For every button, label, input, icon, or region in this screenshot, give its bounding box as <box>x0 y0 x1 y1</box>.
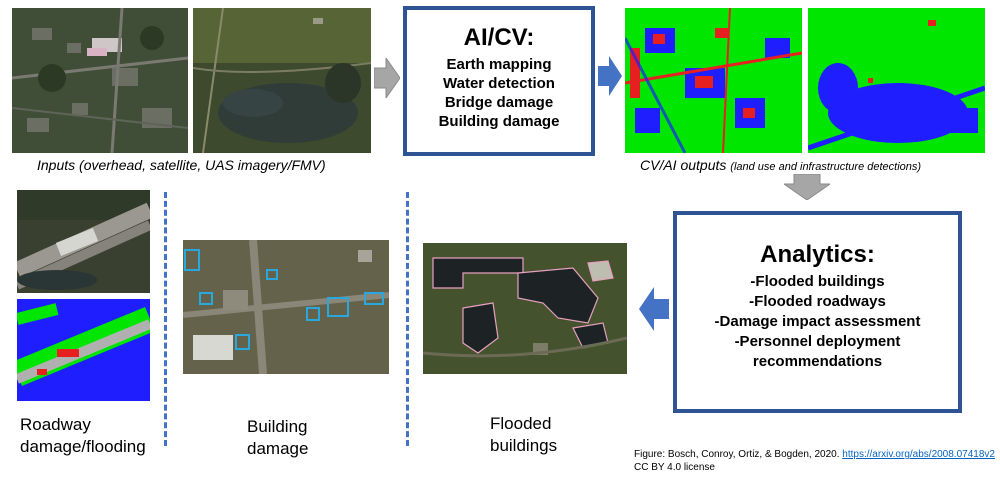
building-damage-image <box>183 240 389 374</box>
credit-link[interactable]: https://arxiv.org/abs/2008.07418v2 <box>842 449 995 460</box>
arrow-right-icon <box>598 56 622 96</box>
flooded-label: Flooded buildings <box>490 413 557 457</box>
figure-credit: Figure: Bosch, Conroy, Ortiz, & Bogden, … <box>634 448 995 474</box>
analytics-item: recommendations <box>752 353 883 370</box>
roadway-label: Roadway damage/flooding <box>20 414 146 458</box>
flooded-label-line: Flooded <box>490 414 552 433</box>
analytics-box: Analytics: -Flooded buildings -Flooded r… <box>673 211 962 413</box>
aicv-item: Bridge damage <box>444 94 554 111</box>
roadway-label-line: damage/flooding <box>20 437 146 456</box>
credit-line: Figure: Bosch, Conroy, Ortiz, & Bogden, … <box>634 448 995 461</box>
aicv-item: Water detection <box>443 75 555 92</box>
output-segmentation-flood <box>808 8 985 153</box>
credit-license: CC BY 4.0 license <box>634 462 715 473</box>
aicv-title: AI/CV: <box>463 24 535 51</box>
analytics-item: -Damage impact assessment <box>714 313 921 330</box>
arrow-right-icon <box>374 58 400 98</box>
analytics-item: -Personnel deployment <box>734 333 901 350</box>
building-label: Building damage <box>247 416 308 460</box>
roadway-segmentation-image <box>17 299 150 401</box>
section-divider <box>164 192 167 446</box>
building-label-line: Building <box>247 417 308 436</box>
input-image-urban <box>12 8 188 153</box>
output-segmentation-urban <box>625 8 802 153</box>
aicv-box: AI/CV: Earth mapping Water detection Bri… <box>403 6 595 156</box>
analytics-title: Analytics: <box>760 241 875 268</box>
analytics-item: -Flooded roadways <box>749 293 886 310</box>
roadway-aerial-image <box>17 190 150 293</box>
outputs-caption-main: CV/AI outputs <box>640 157 727 173</box>
aicv-item: Building damage <box>438 113 560 130</box>
credit-prefix: Figure: Bosch, Conroy, Ortiz, & Bogden, … <box>634 449 843 460</box>
flooded-label-line: buildings <box>490 436 558 455</box>
outputs-caption: CV/AI outputs (land use and infrastructu… <box>640 157 921 173</box>
arrow-down-icon <box>784 174 830 200</box>
section-divider <box>406 192 409 446</box>
inputs-caption: Inputs (overhead, satellite, UAS imagery… <box>37 157 326 173</box>
input-image-flood <box>193 8 371 153</box>
roadway-label-line: Roadway <box>20 415 91 434</box>
aicv-item: Earth mapping <box>446 56 552 73</box>
outputs-caption-sub: (land use and infrastructure detections) <box>730 161 922 173</box>
flooded-buildings-image <box>423 243 627 374</box>
building-label-line: damage <box>247 439 309 458</box>
analytics-item: -Flooded buildings <box>750 273 885 290</box>
arrow-left-icon <box>639 287 669 331</box>
